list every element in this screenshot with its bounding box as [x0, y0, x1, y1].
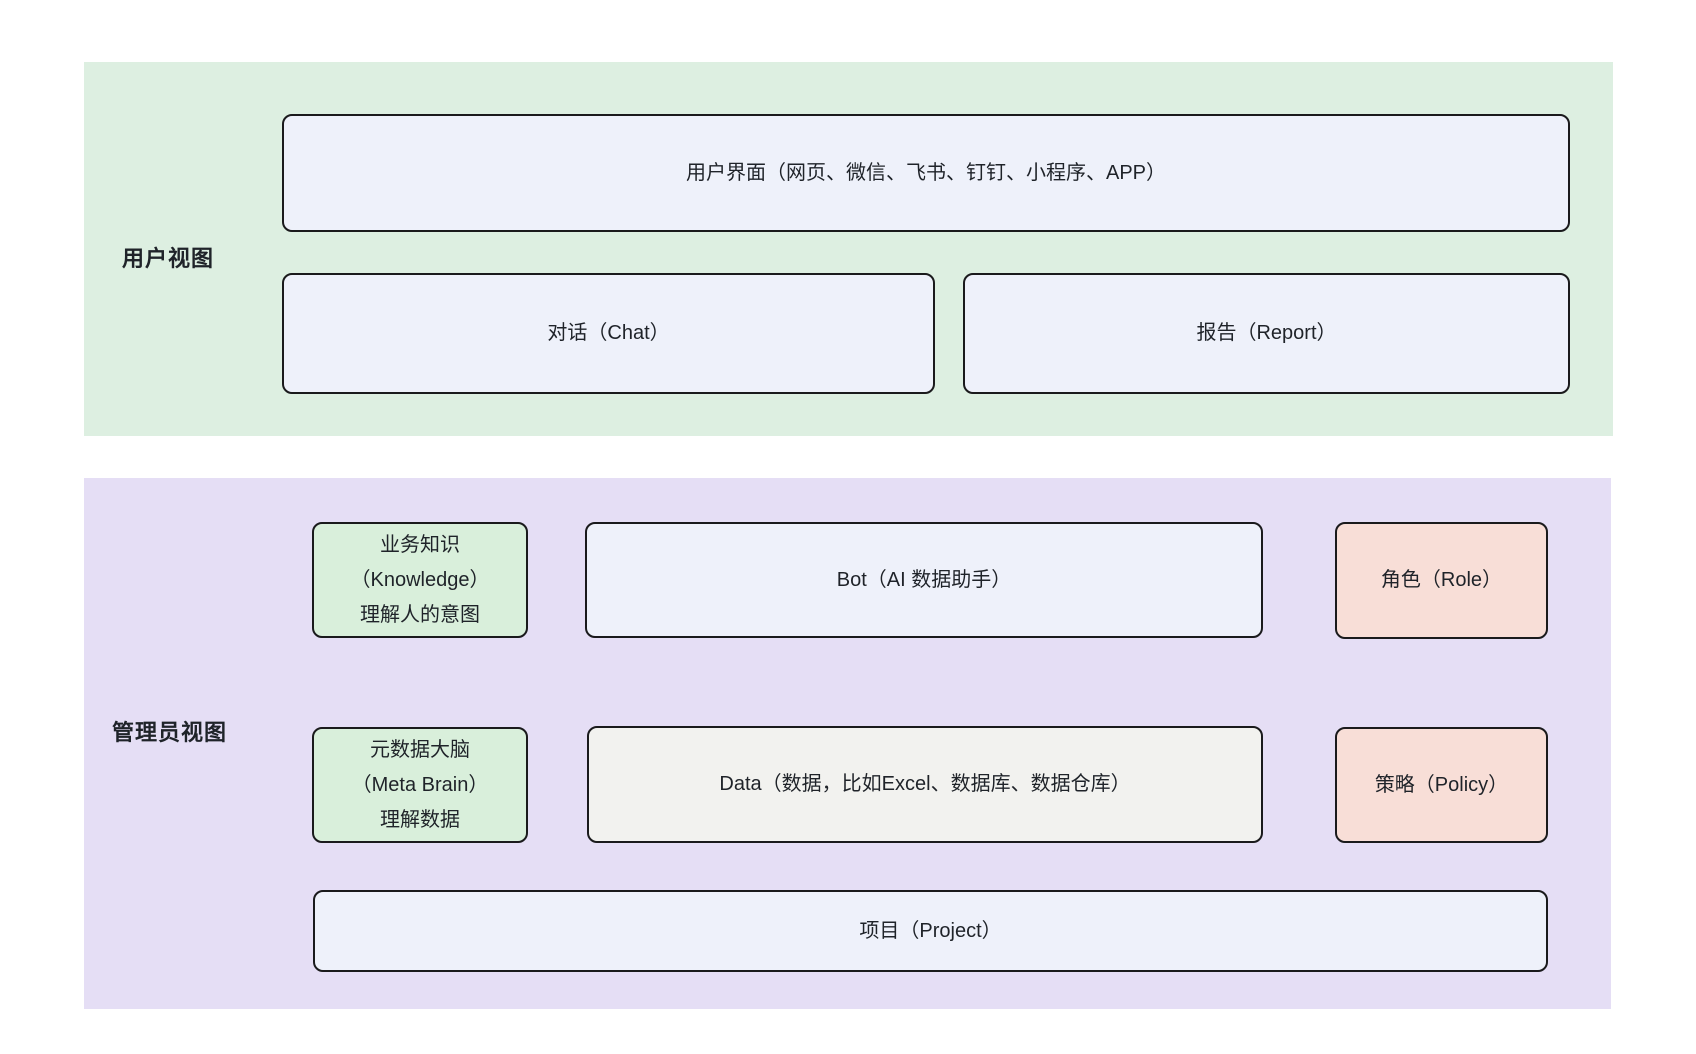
user-interface-box: 用户界面（网页、微信、飞书、钉钉、小程序、APP） [282, 114, 1570, 232]
bot-box: Bot（AI 数据助手） [585, 522, 1263, 638]
role-box: 角色（Role） [1335, 522, 1548, 639]
chat-box: 对话（Chat） [282, 273, 935, 394]
user-view-label: 用户视图 [122, 246, 215, 271]
report-box: 报告（Report） [963, 273, 1570, 394]
admin-view-section: 管理员视图 业务知识 （Knowledge） 理解人的意图 Bot（AI 数据助… [84, 478, 1611, 1009]
project-box: 项目（Project） [313, 890, 1548, 972]
data-box: Data（数据，比如Excel、数据库、数据仓库） [587, 726, 1263, 843]
knowledge-box: 业务知识 （Knowledge） 理解人的意图 [312, 522, 528, 638]
user-view-section: 用户视图 用户界面（网页、微信、飞书、钉钉、小程序、APP） 对话（Chat） … [84, 62, 1613, 436]
meta-brain-box: 元数据大脑 （Meta Brain） 理解数据 [312, 727, 528, 843]
admin-view-label: 管理员视图 [112, 719, 228, 745]
policy-box: 策略（Policy） [1335, 727, 1548, 843]
